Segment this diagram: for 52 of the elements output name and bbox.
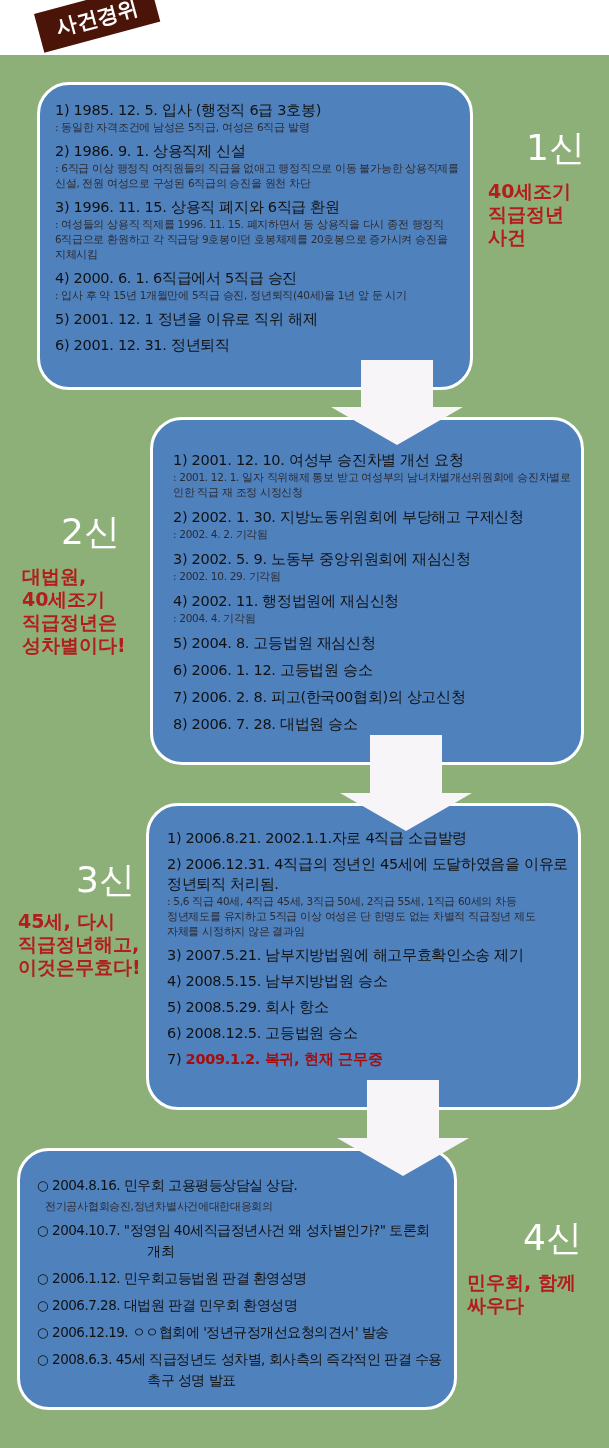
timeline-entry: 7) 2006. 2. 8. 피고(한국00협회)의 상고신청 — [173, 688, 467, 707]
slogan-text: 40세조기 직급정년 사건 — [488, 180, 573, 249]
timeline-entry: 3) 2007.5.21. 남부지방법원에 해고무효확인소송 제기 — [167, 946, 525, 965]
entry-note: : 5,6 직급 40세, 4직급 45세, 3직급 50세, 2직급 55세, 1직급 60세의 차등 정년제도를 유지하고 5직급 이상 여성은 단 한명도 없는 차별적 직급정년 제도 자체를 시정하지 않은 결과임 — [167, 894, 537, 939]
entry-note: : 2002. 10. 29. 기각됨 — [173, 569, 282, 584]
timeline-entry: ○ 2004.8.16. 민우회 고용평등상담실 상담. — [37, 1176, 299, 1195]
block-arrow — [331, 360, 463, 445]
timeline-entry: ○ 2004.10.7. "정영임 40세직급정년사건 왜 성차별인가?" 토론회 개최 — [37, 1221, 431, 1261]
entry-note: : 2004. 4. 기각됨 — [173, 611, 257, 626]
timeline-entry: 5) 2001. 12. 1 정년을 이유로 직위 해제 — [55, 310, 319, 329]
stage-label: 1신 — [525, 128, 585, 168]
timeline-entry: 6) 2006. 1. 12. 고등법원 승소 — [173, 661, 374, 680]
event-box — [37, 82, 473, 390]
timeline-entry: 6) 2008.12.5. 고등법원 승소 — [167, 1024, 359, 1043]
timeline-entry: ○ 2006.7.28. 대법원 판결 민우회 환영성명 — [37, 1296, 299, 1315]
entry-note: : 6직급 이상 행정직 여직원들의 직급을 없애고 행정직으로 이동 불가능한 상용직제를 신설, 전원 여성으로 구성된 6직급의 승진을 원천 차단 — [55, 161, 460, 191]
event-box — [17, 1148, 457, 1410]
entry-note: 전기공사협회승진,정년차별사건에대한대응회의 — [44, 1199, 274, 1214]
stage-label: 4신 — [522, 1218, 582, 1258]
stage-label: 2신 — [60, 512, 120, 552]
timeline-entry: ○ 2006.1.12. 민우회고등법원 판결 환영성명 — [37, 1269, 308, 1288]
slogan-text: 45세, 다시 직급정년해고, 이것은무효다! — [18, 910, 142, 979]
timeline-entry: 4) 2008.5.15. 남부지방법원 승소 — [167, 972, 389, 991]
entry-note: : 동일한 자격조건에 남성은 5직급, 여성은 6직급 발령 — [55, 120, 311, 135]
timeline-entry: 3) 2002. 5. 9. 노동부 중앙위원회에 재심신청 — [173, 550, 472, 569]
timeline-entry: 2) 2006.12.31. 4직급의 정년인 45세에 도달하였음을 이유로 정년퇴직 처리됨. — [167, 855, 570, 894]
timeline-entry: 5) 2004. 8. 고등법원 재심신청 — [173, 634, 377, 653]
timeline-entry: 3) 1996. 11. 15. 상용직 폐지와 6직급 환원 — [55, 198, 341, 217]
slogan-text: 민우회, 함께 싸우다 — [467, 1271, 577, 1317]
timeline-entry: 8) 2006. 7. 28. 대법원 승소 — [173, 715, 359, 734]
entry-note: : 2001. 12. 1. 일자 직위해제 통보 받고 여성부의 남녀차별개선위원회에 승진차별로 인한 직급 재 조정 시정신청 — [173, 470, 571, 500]
stage-label: 3신 — [75, 860, 135, 900]
block-arrow — [340, 735, 472, 831]
timeline-entry: 1) 2006.8.21. 2002.1.1.자로 4직급 소급발령 — [167, 829, 468, 848]
timeline-entry: ○ 2006.12.19. ㅇㅇ협회에 '정년규정개선요청의견서' 발송 — [37, 1323, 390, 1342]
timeline-entry: 2) 2002. 1. 30. 지방노동위원회에 부당해고 구제신청 — [173, 508, 525, 527]
timeline-entry: 6) 2001. 12. 31. 정년퇴직 — [55, 336, 231, 355]
timeline-entry: 2) 1986. 9. 1. 상용직제 신설 — [55, 142, 247, 161]
entry-note: : 입사 후 약 15년 1개월만에 5직급 승진, 정년퇴직(40세)을 1년 앞 둔 시기 — [55, 288, 408, 303]
timeline-entry: 1) 2001. 12. 10. 여성부 승진차별 개선 요청 — [173, 451, 465, 470]
timeline-entry: 5) 2008.5.29. 회사 항소 — [167, 998, 330, 1017]
entry-note: : 여성들의 상용직 직제를 1996. 11. 15. 폐지하면서 동 상용직을 다시 종전 행정직 6직급으로 환원하고 각 직급당 9호봉이던 호봉체제를 20호봉으로 증가시켜 승진을 지체시킴 — [55, 217, 449, 262]
timeline-entry: 7) 2009.1.2. 복귀, 현재 근무중 — [167, 1050, 384, 1069]
block-arrow — [337, 1080, 469, 1176]
timeline-entry: ○ 2008.6.3. 45세 직급정년도 성차별, 회사측의 즉각적인 판결 수용 촉구 성명 발표 — [37, 1350, 443, 1390]
slogan-text: 대법원, 40세조기 직급정년은 성차별이다! — [22, 565, 127, 657]
event-box — [150, 417, 584, 765]
entry-note: : 2002. 4. 2. 기각됨 — [173, 527, 269, 542]
timeline-entry: 1) 1985. 12. 5. 입사 (행정직 6급 3호봉) — [55, 101, 323, 120]
timeline-entry: 4) 2002. 11. 행정법원에 재심신청 — [173, 592, 400, 611]
event-box — [146, 803, 581, 1110]
timeline-entry: 4) 2000. 6. 1. 6직급에서 5직급 승진 — [55, 269, 299, 288]
